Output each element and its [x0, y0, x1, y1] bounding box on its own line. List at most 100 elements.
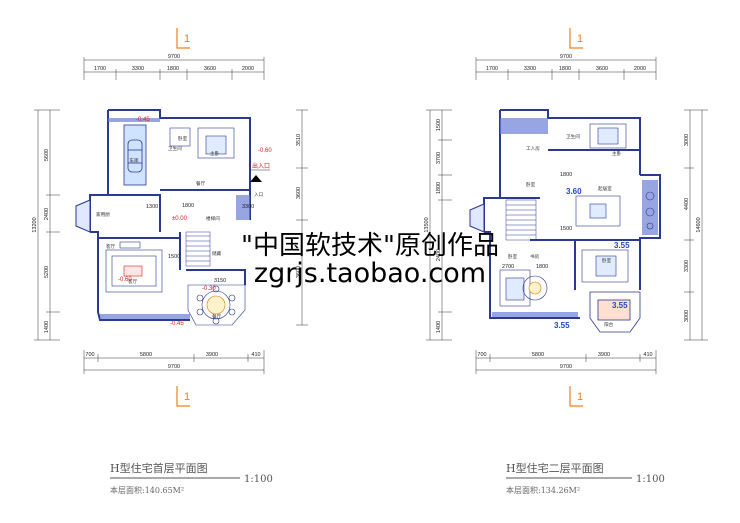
floor-level: -0.30 — [202, 286, 216, 292]
axis-label: 1 — [577, 391, 583, 403]
floor-level: -0.45 — [170, 321, 184, 327]
title-block-right: H型住宅二层平面图 1:100 本层面积:134.26M² — [506, 461, 665, 495]
top-dim: 2000 — [242, 66, 254, 72]
top-dimension-chain — [475, 57, 657, 80]
bottom-dim: 700 — [477, 352, 486, 358]
wall-outline — [483, 109, 661, 319]
plan-scale: 1:100 — [636, 474, 665, 485]
living-room-furniture — [575, 195, 621, 227]
axis-marker-top-right: 1 — [569, 28, 583, 49]
top-dim: 3300 — [132, 66, 144, 72]
room-label: 工人房 — [526, 145, 540, 152]
left-dimension-chain — [34, 109, 60, 341]
bottom-dim: 410 — [643, 352, 652, 358]
room-label: 客厅 — [128, 278, 138, 285]
bottom-dim: 3900 — [598, 352, 610, 358]
room-label: 家用厨 — [96, 211, 110, 218]
axis-label: 1 — [577, 33, 583, 45]
axis-label: 1 — [184, 33, 190, 45]
right-dim: 3510 — [296, 134, 302, 146]
internal-dim: 1800 — [536, 264, 548, 270]
internal-dim: 1300 — [146, 204, 158, 210]
stairs — [185, 231, 211, 267]
stairs — [505, 199, 537, 241]
plan-title: H型住宅二层平面图 — [506, 461, 604, 475]
left-dimension-chain — [426, 109, 452, 341]
watermark-title: "中国软技术"原创作品 — [241, 231, 499, 261]
floor-level: -0.60 — [118, 277, 132, 283]
title-block-left: H型住宅首层平面图 1:100 本层面积:140.65M² — [110, 461, 273, 495]
overall-width-dim: 9700 — [168, 54, 180, 60]
room-label: 车库 — [129, 157, 139, 164]
axis-marker-bottom-left: 1 — [176, 386, 190, 407]
left-dim: 1800 — [436, 182, 442, 194]
top-dimension-chain — [83, 57, 265, 80]
room-label: 主卧 — [210, 150, 220, 157]
bottom-dim: 3900 — [206, 352, 218, 358]
right-dim: 3600 — [296, 266, 302, 278]
left-dim: 1500 — [436, 119, 442, 131]
bottom-dim: 410 — [251, 352, 260, 358]
bay-balcony — [589, 291, 641, 333]
bottom-dim: 5800 — [532, 352, 544, 358]
bedroom-furniture — [169, 127, 235, 159]
room-label: 卫生间 — [566, 133, 580, 140]
left-dim: 1400 — [44, 321, 50, 333]
right-dim: 3000 — [684, 310, 690, 322]
axis-marker-bottom-right: 1 — [569, 386, 583, 407]
bay-window — [75, 199, 91, 233]
hatch-areas — [100, 118, 250, 319]
left-dim: 1400 — [436, 321, 442, 333]
internal-dim: 3150 — [214, 278, 226, 284]
left-dim: 2400 — [44, 208, 50, 220]
axis-marker-top-left: 1 — [176, 28, 190, 49]
plan-ground-floor: 1 9700 1700 3300 1800 3600 2000 — [32, 28, 308, 495]
bottom-dimension-chain — [83, 350, 265, 374]
room-label: 楼梯间 — [206, 215, 220, 222]
room-label: 卧室 — [508, 253, 518, 260]
right-dim: 3300 — [684, 260, 690, 272]
room-label: 起居室 — [598, 185, 612, 192]
bottom-dim: 700 — [85, 352, 94, 358]
plan-title: H型住宅首层平面图 — [110, 461, 208, 475]
watermark-url: zgrjs.taobao.com — [253, 258, 487, 289]
left-total-dim: 13200 — [32, 217, 38, 232]
hatch-areas — [492, 118, 658, 317]
living-room-furniture — [105, 241, 163, 293]
room-label: 主卧 — [612, 150, 622, 157]
right-dimension-chain — [684, 109, 708, 341]
top-dim: 2000 — [634, 66, 646, 72]
entrance — [250, 169, 270, 182]
study-round-room — [522, 275, 548, 301]
top-dim: 3300 — [524, 66, 536, 72]
bottom-dimension-chain — [475, 350, 657, 374]
bottom-total-dim: 9700 — [560, 364, 572, 370]
room-label: 餐厅 — [196, 180, 206, 187]
room-label: 入口 — [254, 192, 264, 198]
axis-label: 1 — [184, 391, 190, 403]
top-dim: 3600 — [596, 66, 608, 72]
entrance-label: 出入口 — [252, 162, 270, 170]
room-label: 卧室 — [526, 181, 536, 188]
room-label: 餐厅 — [212, 313, 222, 320]
internal-dim: 3300 — [242, 204, 254, 210]
left-dim: 5200 — [44, 266, 50, 278]
overall-width-dim: 9700 — [560, 54, 572, 60]
room-label: 卧室 — [602, 257, 612, 264]
floor-level: 3.55 — [554, 321, 570, 330]
top-dim: 1800 — [559, 66, 571, 72]
floor-level: 3.60 — [566, 187, 582, 196]
top-dim: 1700 — [94, 66, 106, 72]
right-total-dim: 14600 — [696, 217, 702, 232]
left-total-dim: 13500 — [424, 217, 430, 232]
internal-dim: 1500 — [560, 226, 572, 232]
internal-dim: 1500 — [168, 254, 180, 260]
room-label: 阳台 — [604, 321, 614, 328]
floor-level: 3.55 — [614, 241, 630, 250]
floor-level: ±0.00 — [172, 216, 188, 222]
bay-window — [469, 203, 485, 233]
floor-level: -0.60 — [258, 148, 272, 154]
room-label: 卧室 — [178, 135, 188, 142]
right-dim: 3000 — [684, 134, 690, 146]
